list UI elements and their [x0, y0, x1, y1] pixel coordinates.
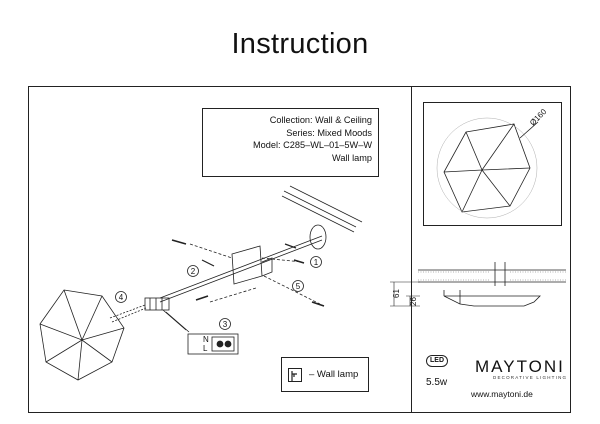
legend-label: – Wall lamp: [309, 369, 359, 380]
terminal-block: [144, 297, 170, 311]
collection-line: Collection: Wall & Ceiling: [269, 115, 372, 125]
page-title: Instruction: [231, 28, 369, 60]
panel-divider: [411, 86, 412, 413]
led-icon: LED: [426, 355, 448, 367]
height-body-label: 26: [409, 297, 418, 306]
diameter-label: Ø160: [528, 107, 549, 128]
instruction-frame: [28, 86, 571, 413]
step-4-label: 4: [119, 293, 124, 302]
power-rating: 5.5w: [426, 377, 448, 388]
brand-logo: MAYTONI: [475, 357, 565, 376]
top-view-lamp: [443, 123, 531, 213]
wire-connector: [187, 333, 239, 355]
step-1-label: 1: [314, 258, 319, 267]
step-5-label: 5: [296, 282, 301, 291]
lamp-body: [39, 289, 125, 381]
wall-lamp-icon: [288, 368, 302, 382]
step-circle: [310, 256, 322, 268]
threaded-rod: [159, 235, 323, 303]
product-info-box: Collection: Wall & Ceiling Series: Mixed…: [202, 108, 379, 177]
model-line: Model: C285–WL–01–5W–W: [253, 140, 372, 151]
legend-box: – Wall lamp: [281, 357, 369, 392]
wall-line: [281, 185, 363, 233]
series-line: Series: Mixed Moods: [286, 127, 372, 138]
rod-cap: [309, 224, 327, 250]
step-3-label: 3: [223, 320, 228, 329]
side-view-lamp: [443, 295, 541, 307]
connector-n-label: N: [203, 335, 209, 344]
brand-tagline: DECORATIVE LIGHTING: [493, 375, 568, 380]
step-2-label: 2: [191, 267, 196, 276]
brand-website: www.maytoni.de: [471, 389, 533, 399]
connector-l-label: L: [203, 344, 208, 353]
top-view-box: [423, 102, 562, 226]
type-line: Wall lamp: [332, 152, 372, 163]
height-total-label: 61: [392, 289, 401, 298]
